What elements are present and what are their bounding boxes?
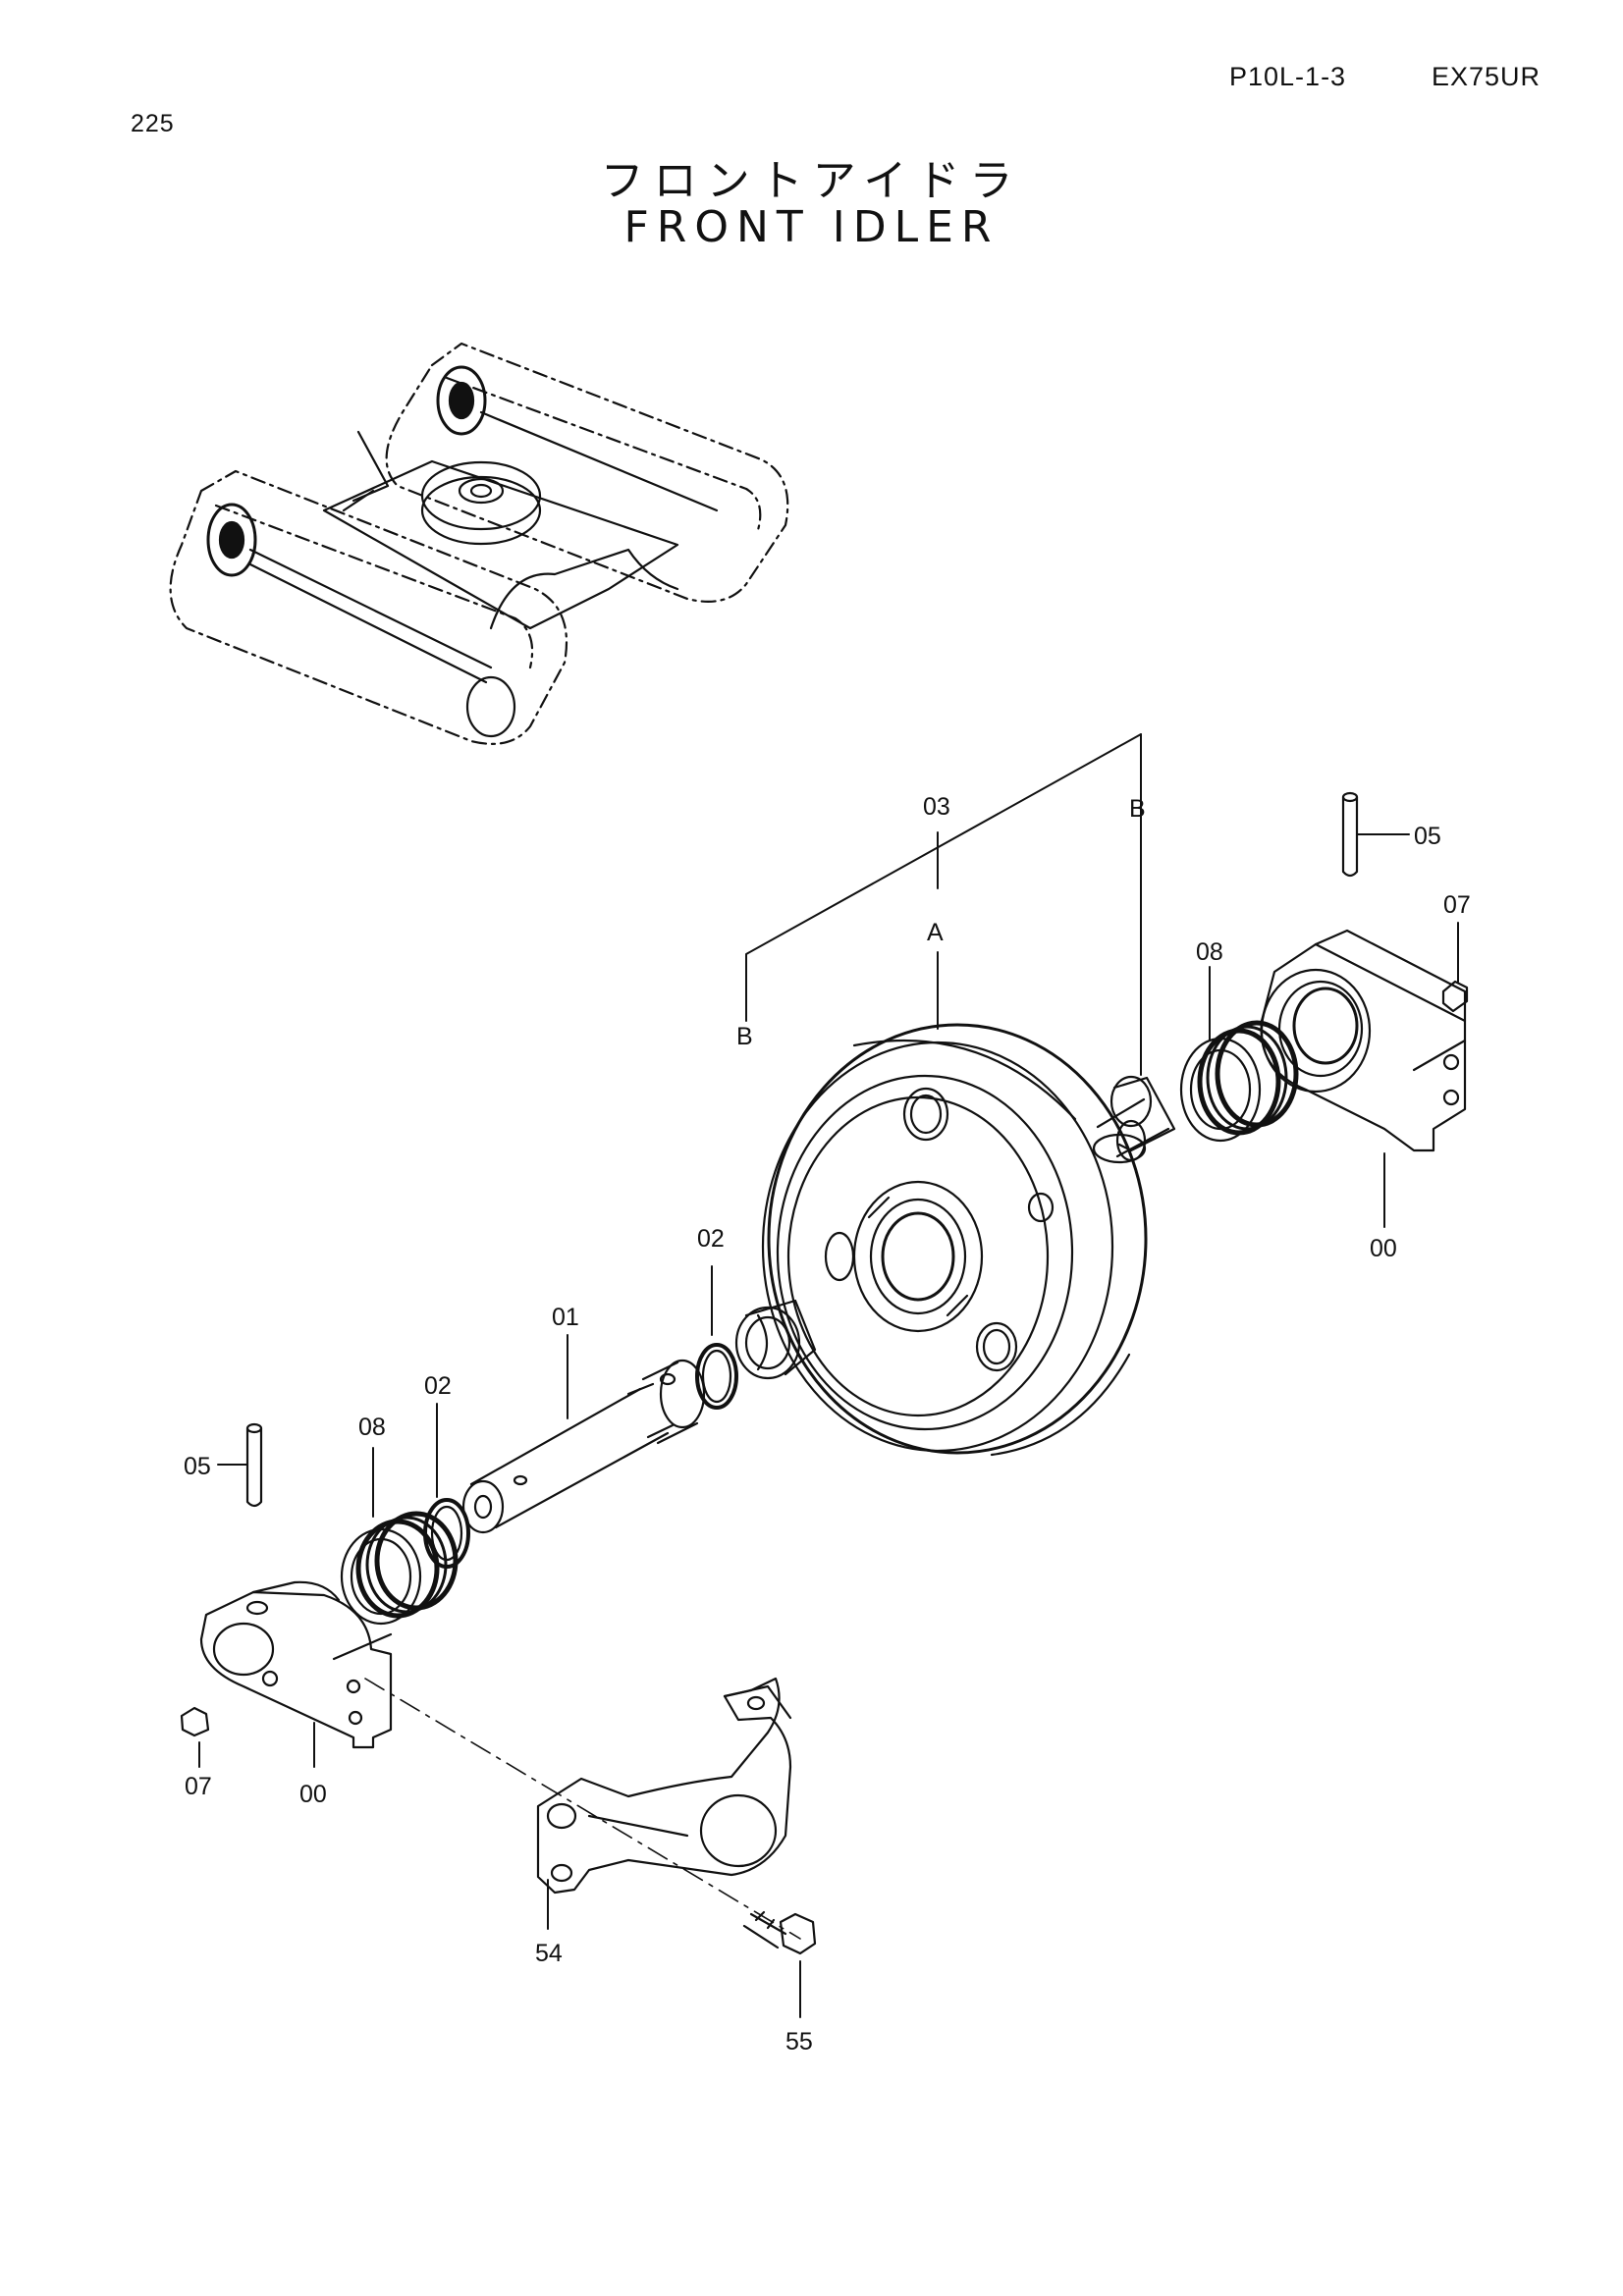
- idler-yoke-part-54: [536, 1677, 792, 1895]
- label-part-55: 55: [785, 2028, 813, 2056]
- label-part-00-left: 00: [299, 1781, 327, 1808]
- callout-labels: 03 A B B 05 07 08 00 02 01 02 08 05 07 0…: [184, 793, 1471, 2056]
- front-idler-wheel-part-03: [761, 1023, 1148, 1457]
- label-part-05-left: 05: [184, 1453, 211, 1480]
- label-part-B-left: B: [736, 1023, 753, 1050]
- spring-pin-right-part-05: [1341, 791, 1359, 878]
- label-part-05-right: 05: [1414, 823, 1441, 850]
- title-japanese: フロントアイドラ: [600, 156, 1023, 206]
- o-ring-lower-part-02: [423, 1498, 470, 1569]
- page-number: 225: [131, 110, 175, 137]
- floating-seal-right-part-08: [1179, 1020, 1299, 1143]
- label-part-07-left: 07: [185, 1773, 212, 1800]
- model-name: EX75UR: [1432, 62, 1542, 91]
- label-part-A: A: [927, 919, 944, 946]
- label-part-02-lower: 02: [424, 1372, 452, 1400]
- bushing-left: [734, 1299, 817, 1380]
- label-part-01: 01: [552, 1304, 579, 1331]
- undercarriage-overview-illustration: [169, 342, 789, 745]
- label-part-07-right: 07: [1443, 891, 1471, 919]
- callout-leaders: [198, 733, 1459, 2018]
- label-part-08-left: 08: [358, 1414, 386, 1441]
- label-part-03: 03: [923, 793, 950, 821]
- spring-pin-left-part-05: [245, 1422, 263, 1508]
- bolt-part-55: [742, 1910, 817, 1955]
- label-part-54: 54: [535, 1940, 563, 1967]
- label-part-08-right: 08: [1196, 938, 1223, 966]
- label-part-B-right: B: [1129, 795, 1146, 823]
- label-part-00-right: 00: [1370, 1235, 1397, 1262]
- idler-shaft-part-01: [461, 1359, 706, 1534]
- idler-support-right-part-00: [1260, 929, 1469, 1152]
- floating-seal-left-part-08: [340, 1511, 459, 1626]
- section-code: P10L-1-3: [1229, 62, 1347, 91]
- label-part-02-upper: 02: [697, 1225, 725, 1253]
- o-ring-upper-part-02: [695, 1343, 738, 1410]
- idler-support-left-part-00: [180, 1580, 393, 1749]
- bushing-right: [1092, 1075, 1176, 1164]
- title-english: FRONT IDLER: [623, 202, 1000, 252]
